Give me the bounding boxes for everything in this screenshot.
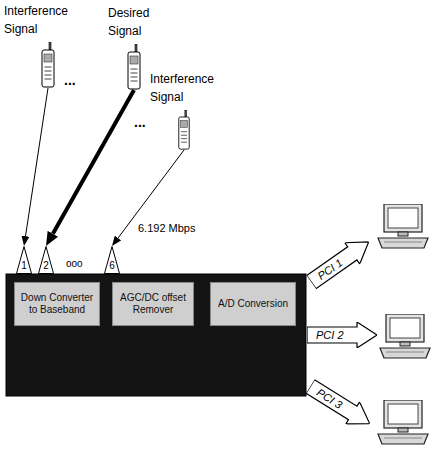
antenna: 1 (16, 246, 32, 274)
antenna: 2 (38, 246, 54, 274)
signal-arrow (53, 90, 134, 234)
antenna-outline (17, 247, 32, 274)
block-arrow-outline (304, 231, 376, 292)
antenna-number: 6 (104, 246, 120, 272)
data-rate-label: 6.192 Mbps (136, 222, 197, 234)
antenna-number: 2 (38, 246, 54, 272)
phone-icon (126, 44, 142, 90)
process-box: A/D Conversion (210, 282, 296, 326)
process-box: Down Converter to Baseband (14, 282, 100, 326)
computer-icon (380, 314, 430, 358)
signal-label: Interference Signal (150, 70, 220, 106)
phone-icon (40, 42, 56, 88)
antenna-outline (105, 247, 120, 274)
antenna-outline (39, 247, 54, 274)
box-label: AGC/DC offset Remover (116, 292, 190, 316)
antenna-number: 1 (16, 246, 32, 272)
signal-label: Desired Signal (108, 4, 164, 40)
box-label: Down Converter to Baseband (18, 292, 96, 316)
phone-icon (42, 42, 54, 87)
pci-bus-arrow: PCI 2 (307, 322, 377, 348)
phone-icon (179, 110, 189, 149)
ellipsis: ooo (66, 258, 83, 269)
receiver-housing (6, 274, 306, 396)
pci-bus-arrow: PCI 1 (304, 231, 376, 292)
computer-icon (378, 400, 428, 444)
phone-icon (128, 44, 140, 89)
signal-label: Interference Signal (4, 2, 76, 38)
process-box: AGC/DC offset Remover (112, 282, 194, 326)
phone-icon (176, 110, 192, 150)
box-label: A/D Conversion (214, 298, 292, 310)
computer-icon (378, 204, 428, 248)
ellipsis: ... (64, 72, 76, 88)
signal-arrow (26, 88, 48, 236)
pci-bus-arrow: PCI 3 (303, 375, 376, 434)
block-arrow-outline (307, 322, 377, 348)
ellipsis: ... (134, 114, 146, 130)
antenna: 6 (104, 246, 120, 274)
block-arrow-outline (303, 375, 376, 434)
signal-source: Interference Signal (150, 70, 220, 150)
bus-label: PCI 2 (316, 329, 344, 342)
